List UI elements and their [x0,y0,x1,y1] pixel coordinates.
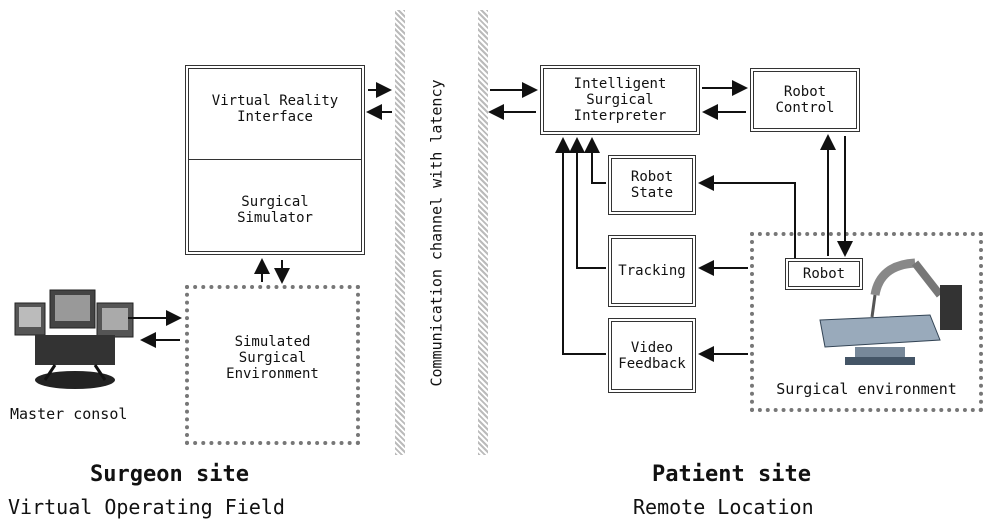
interpreter-label: Intelligent Surgical Interpreter [573,76,667,124]
master-console-label: Master consol [10,405,128,423]
state-to-interpreter-arrow [584,137,606,184]
vr-interface-box: Virtual Reality Interface Surgical Simul… [185,65,365,255]
surgeon-site-title: Surgeon site [90,462,249,487]
robot-state-label: Robot State [630,169,674,201]
channel-wall-right [478,10,488,455]
surgical-robot-image [819,258,962,365]
robot-state-box: Robot State [608,155,696,215]
tracking-label: Tracking [618,263,686,279]
video-feedback-box: Video Feedback [608,318,696,393]
robot-control-label: Robot Control [775,84,835,116]
vr-divider [189,159,361,160]
master-console-image [14,289,134,389]
patient-site-subtitle: Remote Location [633,495,814,519]
vr-interface-label: Virtual Reality Interface [211,93,339,125]
robot-label: Robot [802,266,846,282]
robot-to-state-arrow [698,175,796,258]
robot-box: Robot [785,258,863,290]
surgeon-site-subtitle: Virtual Operating Field [8,495,285,519]
simulated-environment-label: Simulated Surgical Environment [226,334,319,382]
simulated-environment-box: Simulated Surgical Environment [185,285,360,445]
surgical-environment-label: Surgical environment [776,380,957,398]
video-feedback-label: Video Feedback [618,339,686,372]
tracking-box: Tracking [608,235,696,307]
patient-site-title: Patient site [652,462,811,487]
robot-control-box: Robot Control [750,68,860,132]
interpreter-box: Intelligent Surgical Interpreter [540,65,700,135]
simulator-label: Surgical Simulator [237,194,313,226]
video-to-interpreter-arrow [555,137,606,355]
channel-wall-left [395,10,405,455]
tracking-to-interpreter-arrow [569,137,606,269]
